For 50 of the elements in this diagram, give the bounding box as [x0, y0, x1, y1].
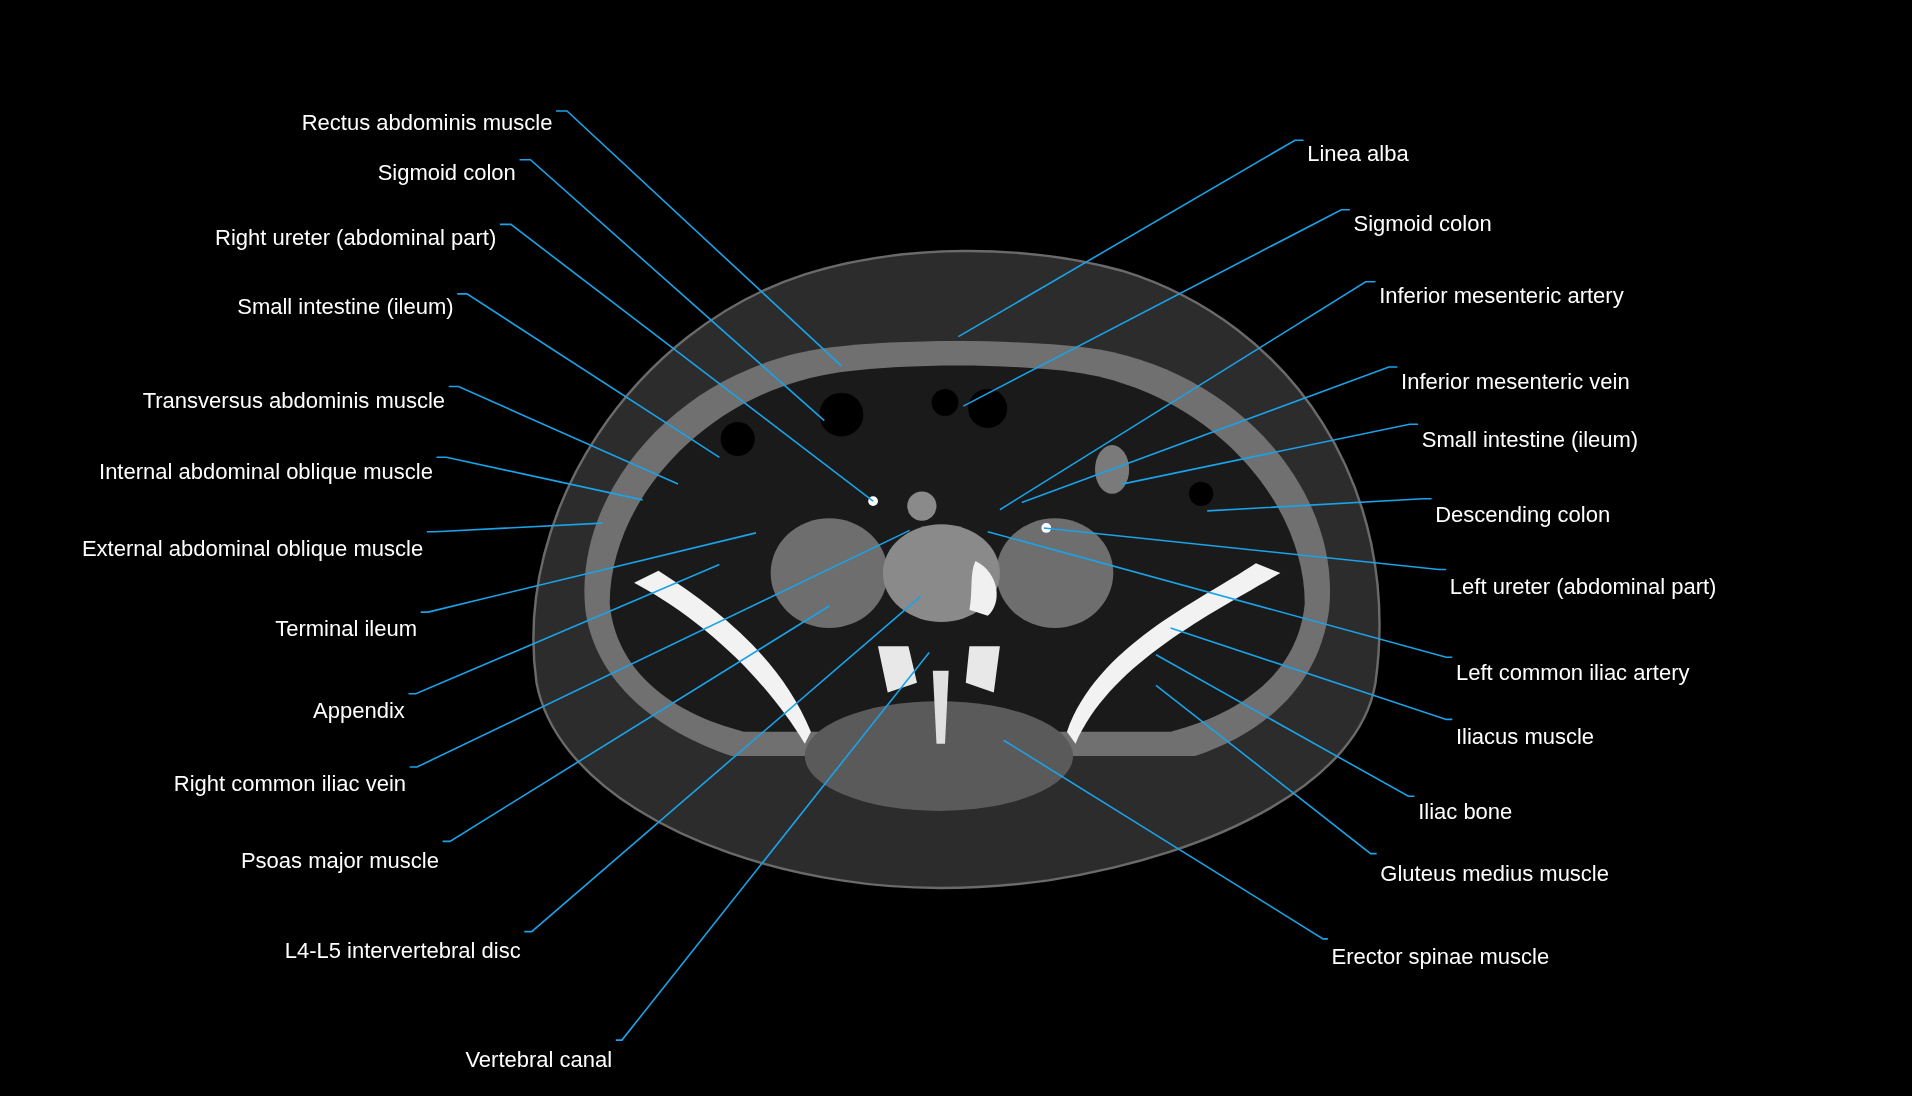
leader-line — [1043, 527, 1447, 571]
structure-label: Gluteus medius muscle — [1380, 860, 1609, 889]
leader-line — [1155, 654, 1416, 798]
structure-label: Right common iliac vein — [173, 770, 407, 798]
structure-label: Left common iliac artery — [1455, 659, 1690, 687]
structure-label: Left ureter (abdominal part) — [1449, 572, 1717, 601]
structure-label: Descending colon — [1435, 500, 1611, 529]
structure-label: Sigmoid colon — [1353, 210, 1492, 239]
structure-label: Sigmoid colon — [377, 159, 516, 187]
leader-line — [407, 563, 721, 695]
leader-line — [986, 530, 1454, 659]
leader-line — [999, 280, 1377, 511]
structure-label: Iliacus muscle — [1455, 722, 1595, 751]
structure-label: Vertebral canal — [465, 1045, 613, 1074]
leader-line — [518, 158, 826, 422]
leader-line — [555, 110, 843, 367]
structure-label: Transversus abdominis muscle — [142, 387, 446, 415]
leader-line — [441, 605, 830, 843]
leader-line — [1002, 739, 1329, 940]
structure-label: Erector spinae muscle — [1331, 943, 1550, 971]
structure-label: External abdominal oblique muscle — [81, 534, 424, 563]
structure-label: Appendix — [313, 697, 405, 725]
leader-line — [435, 456, 644, 501]
structure-label: Iliac bone — [1418, 798, 1513, 826]
leader-line — [1155, 684, 1378, 855]
structure-label: Rectus abdominis muscle — [301, 109, 553, 137]
structure-label: Inferior mesenteric artery — [1379, 282, 1624, 311]
structure-label: Internal abdominal oblique muscle — [99, 458, 433, 486]
leader-line — [1206, 497, 1433, 512]
leader-line — [456, 293, 721, 459]
leader-line — [408, 529, 911, 768]
leader-line — [1021, 366, 1399, 504]
structure-label: Inferior mesenteric vein — [1401, 367, 1630, 396]
leader-line — [419, 532, 757, 613]
leader-line — [447, 385, 679, 485]
leader-line — [523, 595, 922, 933]
structure-label: Small intestine (ileum) — [1421, 426, 1639, 454]
leader-line — [615, 651, 930, 1041]
leader-line — [426, 522, 604, 533]
structure-label: Psoas major muscle — [240, 847, 439, 875]
structure-label: Terminal ileum — [275, 615, 418, 643]
leader-line — [962, 208, 1351, 407]
leader-line — [1169, 627, 1454, 721]
structure-label: L4-L5 intervertebral disc — [284, 937, 521, 965]
structure-label: Linea alba — [1307, 139, 1409, 168]
structure-label: Right ureter (abdominal part) — [215, 224, 497, 252]
leader-line — [499, 223, 874, 502]
leader-line — [1121, 423, 1419, 485]
structure-label: Small intestine (ileum) — [237, 293, 454, 322]
leader-line — [957, 139, 1305, 338]
